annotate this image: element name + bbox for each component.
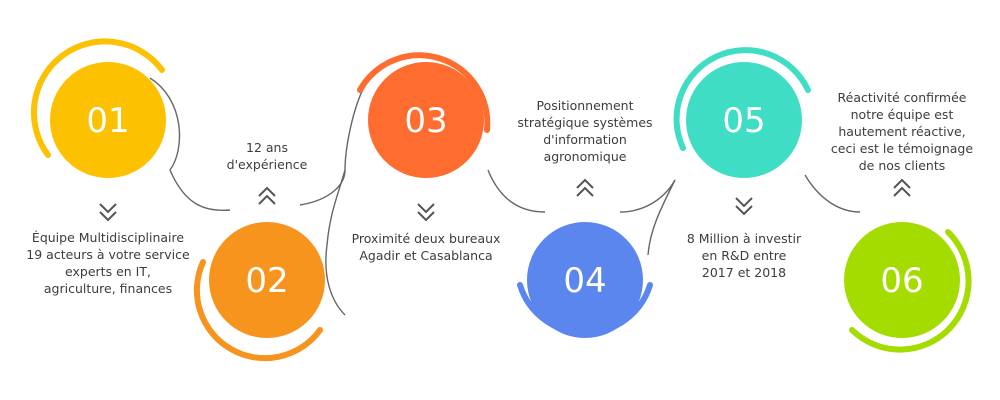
step-06-circle: 06 xyxy=(844,222,972,353)
step-04-circle: 04 xyxy=(517,222,653,338)
connector-line xyxy=(299,84,366,206)
connector-line xyxy=(325,169,346,316)
svg-text:01: 01 xyxy=(86,101,129,141)
connector-line xyxy=(647,179,676,256)
step-03-text: Proximité deux bureaux Agadir et Casabla… xyxy=(351,231,501,263)
step-06-text: Réactivité confirmée notre équipe est ha… xyxy=(830,90,974,173)
connector-line xyxy=(149,77,231,212)
svg-text:02: 02 xyxy=(245,261,288,301)
chevron-up-icon xyxy=(576,178,594,197)
step-01-circle: 01 xyxy=(30,38,166,178)
step-03-circle: 03 xyxy=(357,52,491,178)
step-02-circle: 02 xyxy=(193,222,325,362)
chevron-up-icon xyxy=(258,186,276,205)
connector-line xyxy=(804,174,861,213)
step-04-text: Positionnement stratégique systèmes d'in… xyxy=(517,98,653,164)
step-05-text: 8 Million à investir en R&D entre 2017 e… xyxy=(686,231,802,280)
svg-text:05: 05 xyxy=(722,101,765,141)
chevron-down-icon xyxy=(417,203,435,222)
chevron-up-icon xyxy=(893,178,911,197)
svg-text:04: 04 xyxy=(563,261,606,301)
chevron-down-icon xyxy=(99,203,117,222)
svg-text:06: 06 xyxy=(880,261,923,301)
step-01-text: Équipe Multidisciplinaire 19 acteurs à v… xyxy=(26,230,190,296)
connector-line xyxy=(487,169,546,213)
step-05-circle: 05 xyxy=(673,47,811,178)
step-02-text: 12 ans d'expérience xyxy=(226,140,308,172)
svg-text:03: 03 xyxy=(404,101,447,141)
chevron-down-icon xyxy=(735,197,753,216)
